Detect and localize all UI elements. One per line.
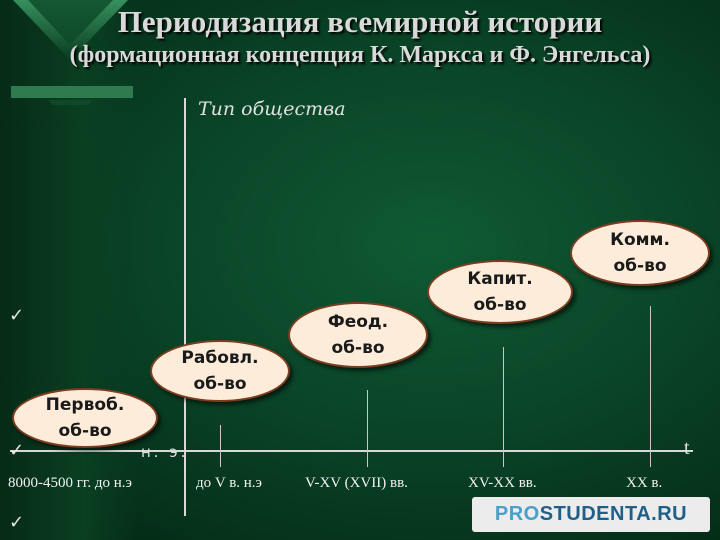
formation-slave: Рабовл. об-во	[150, 340, 290, 402]
period-label-communist: XX в.	[626, 475, 663, 491]
formation-name: Первоб.	[45, 395, 125, 415]
checkmark-bullet-icon: ✓	[9, 440, 25, 461]
timeline-tick-feudal	[367, 390, 368, 467]
formation-name: Комм.	[610, 230, 670, 250]
formation-name: Рабовл.	[181, 348, 259, 368]
formation-capitalist: Капит. об-во	[427, 260, 573, 324]
formation-communist: Комм. об-во	[570, 220, 710, 286]
x-axis	[10, 450, 693, 452]
timeline-tick-capitalist	[503, 347, 504, 467]
slide-title: Периодизация всемирной истории	[117, 4, 603, 39]
formation-suffix: об-во	[331, 338, 385, 358]
formation-suffix: об-во	[58, 421, 112, 441]
pyramid-logo-icon	[11, 0, 133, 105]
checkmark-bullet-icon: ✓	[9, 305, 25, 326]
checkmark-bullet-icon: ✓	[9, 512, 25, 533]
slide-subtitle: (формационная концепция К. Маркса и Ф. Э…	[69, 42, 651, 68]
period-label-primitive: 8000-4500 гг. до н.э	[8, 475, 132, 491]
formation-primitive: Первоб. об-во	[12, 388, 158, 448]
formation-suffix: об-во	[193, 374, 247, 394]
period-label-slave: до V в. н.э	[196, 475, 262, 491]
watermark-domain: STUDENTA.RU	[539, 503, 688, 525]
formation-suffix: об-во	[613, 256, 667, 276]
formation-name: Капит.	[467, 269, 533, 289]
x-axis-label: t	[684, 437, 690, 459]
era-marker: н. э.	[141, 443, 189, 461]
formation-name: Феод.	[327, 312, 389, 332]
formation-feudal: Феод. об-во	[288, 302, 428, 368]
timeline-tick-slave	[220, 425, 221, 467]
timeline-tick-communist	[650, 306, 651, 467]
watermark-prefix: PRO	[494, 503, 540, 525]
period-label-feudal: V-XV (XVII) вв.	[305, 475, 408, 491]
y-axis-label: Тип общества	[198, 98, 346, 120]
formation-suffix: об-во	[473, 295, 527, 315]
period-label-capitalist: XV-XX вв.	[468, 475, 537, 491]
y-axis	[184, 98, 186, 516]
